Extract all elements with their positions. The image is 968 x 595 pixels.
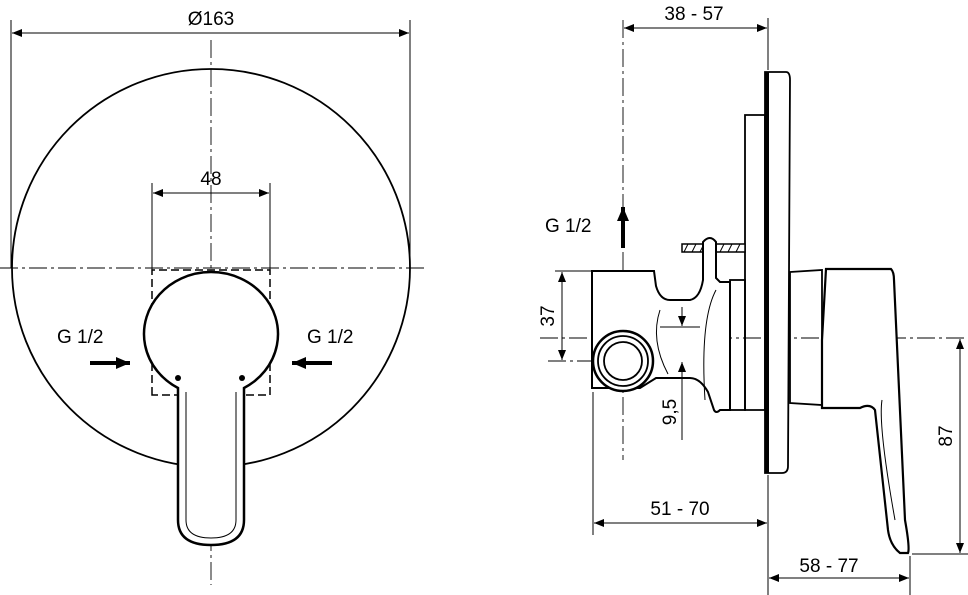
offset-label: 9,5 xyxy=(660,399,681,425)
depth-top-label: 38 - 57 xyxy=(664,4,723,25)
mounting-ring xyxy=(729,279,746,411)
cover-plate-side xyxy=(764,71,791,474)
front-view: Ø163 48 G 1/2 G 1/2 xyxy=(0,9,428,585)
side-view: G 1/2 38 - 57 37 9,5 51 - 70 58 - 77 87 xyxy=(538,4,968,595)
lever-contour xyxy=(880,399,896,521)
inlet-right-label: G 1/2 xyxy=(307,327,353,348)
inlet-left-label: G 1/2 xyxy=(57,327,103,348)
inlet-connection-outer xyxy=(591,329,655,393)
lever-inner-edge xyxy=(185,392,237,539)
inlet-connection-ring xyxy=(597,335,649,387)
inlet-connection-bore xyxy=(603,341,643,381)
body-contour xyxy=(655,309,669,375)
handle-width-label: 48 xyxy=(200,169,221,190)
screw-dot xyxy=(239,375,245,381)
lever-handle xyxy=(142,270,280,547)
backplate xyxy=(744,114,766,411)
handle-collar xyxy=(789,269,823,406)
height-87-label: 87 xyxy=(936,425,957,446)
depth-bottom-label: 58 - 77 xyxy=(799,556,858,577)
depth-mid-label: 51 - 70 xyxy=(650,499,709,520)
outlet-label: G 1/2 xyxy=(545,216,591,237)
screw-dot xyxy=(175,375,181,381)
height-37-label: 37 xyxy=(538,305,559,326)
body-contour xyxy=(703,289,717,401)
lever-handle-side xyxy=(820,267,910,555)
diameter-label: Ø163 xyxy=(188,9,234,30)
hidden-body-outline xyxy=(151,269,271,396)
